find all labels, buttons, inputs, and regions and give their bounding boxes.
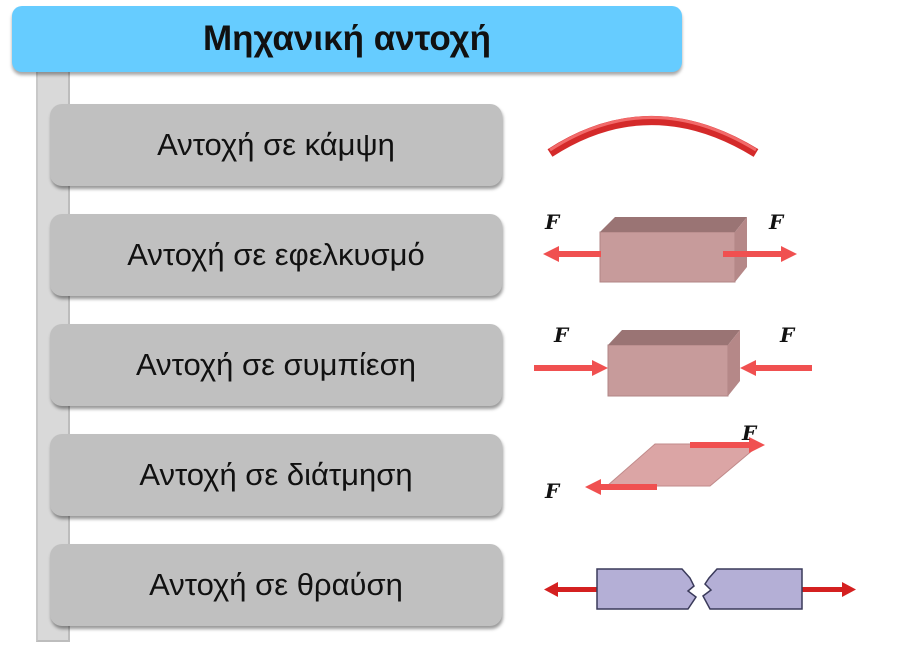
fracture-left-piece	[596, 568, 698, 610]
force-label-left: F	[553, 323, 570, 347]
compression-left-arrow	[534, 360, 608, 376]
item-compression: Αντοχή σε συμπίεση	[50, 324, 502, 406]
fracture-illustration	[544, 568, 856, 610]
bending-beam-illustration	[547, 116, 759, 157]
tension-block	[599, 217, 747, 283]
shear-top-arrow	[690, 437, 765, 453]
item-tension: Αντοχή σε εφελκυσμό	[50, 214, 502, 296]
force-label-bottom: F	[544, 479, 561, 503]
item-bending: Αντοχή σε κάμψη	[50, 104, 502, 186]
force-label-right: F	[779, 323, 796, 347]
fracture-right-arrow	[800, 582, 856, 597]
item-compression-label: Αντοχή σε συμπίεση	[136, 347, 416, 382]
item-tension-label: Αντοχή σε εφελκυσμό	[127, 237, 425, 272]
page-title: Μηχανική αντοχή	[12, 6, 682, 72]
fracture-left-arrow	[544, 582, 598, 597]
item-fracture-label: Αντοχή σε θραύση	[149, 567, 403, 602]
item-fracture: Αντοχή σε θραύση	[50, 544, 502, 626]
shear-plate	[605, 443, 762, 487]
shear-illustration: F F	[544, 421, 765, 503]
fracture-right-piece	[702, 568, 803, 610]
tension-illustration: F F	[543, 210, 797, 283]
tension-right-arrow	[723, 246, 797, 262]
force-label-right: F	[768, 210, 785, 234]
force-label-top: F	[741, 421, 758, 445]
item-bending-label: Αντοχή σε κάμψη	[157, 127, 395, 162]
item-shear-label: Αντοχή σε διάτμηση	[139, 457, 413, 492]
item-shear: Αντοχή σε διάτμηση	[50, 434, 502, 516]
shear-bottom-arrow	[585, 479, 657, 495]
tension-left-arrow	[543, 246, 601, 262]
force-label-left: F	[544, 210, 561, 234]
compression-right-arrow	[740, 360, 812, 376]
compression-block	[607, 330, 740, 397]
compression-illustration: F F	[534, 323, 812, 397]
